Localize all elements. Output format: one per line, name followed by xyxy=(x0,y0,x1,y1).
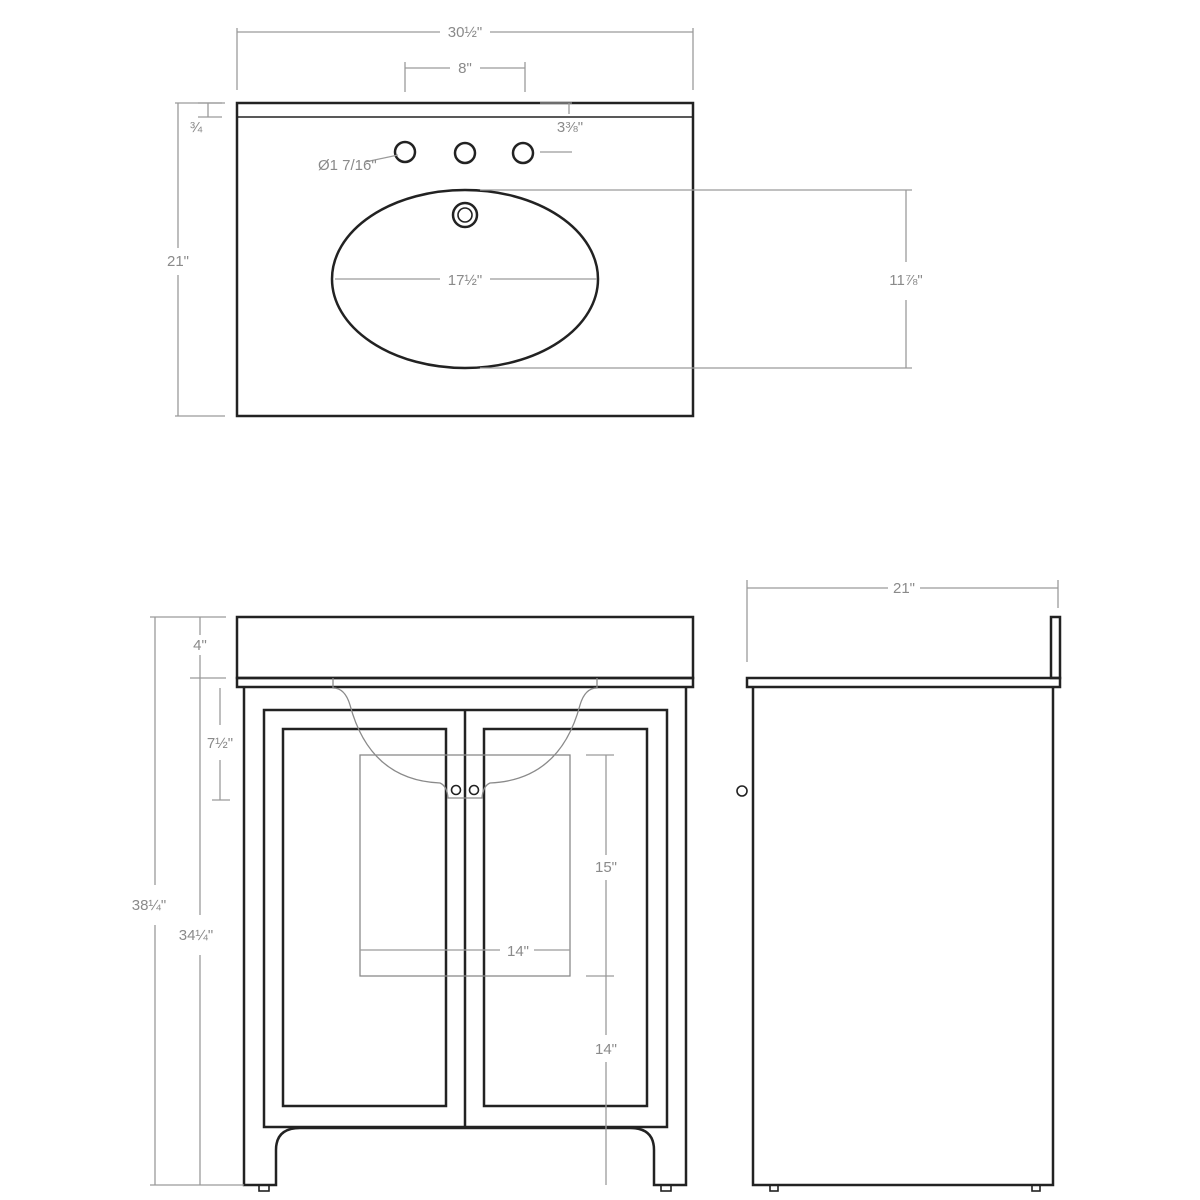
overflow-drain xyxy=(451,201,479,229)
dim-hole-diameter: Ø1 7/16" xyxy=(318,154,399,174)
basin-width-label: 17½" xyxy=(448,272,483,289)
left-door-panel xyxy=(281,727,448,1108)
dim-floor-clearance: 14" xyxy=(595,976,617,1185)
faucet-spread-label: 8" xyxy=(458,60,472,77)
floor-clearance-label: 14" xyxy=(595,1041,617,1058)
basin-depth-label: 11⅞" xyxy=(889,272,922,289)
countertop-outline xyxy=(235,101,695,418)
cabinet-height-label: 34¼" xyxy=(179,927,214,944)
dim-hole-offset: 3⅜" xyxy=(540,102,583,153)
overall-height-label: 38¼" xyxy=(132,897,167,914)
side-backsplash xyxy=(1049,615,1062,680)
top-view: 30½" 8" ¾ 3⅜" Ø1 7/16" xyxy=(167,24,923,418)
side-foot-back xyxy=(1031,1184,1041,1192)
front-countertop xyxy=(235,676,695,689)
dim-depth: 21" xyxy=(167,102,225,417)
hidden-interior xyxy=(359,754,571,977)
side-cabinet-body xyxy=(751,687,1055,1187)
interior-height-label: 15" xyxy=(595,859,617,876)
dim-backsplash-height: 4" xyxy=(190,617,226,679)
overflow-drain-inner xyxy=(457,207,473,223)
dim-interior-width: 14" xyxy=(360,943,570,960)
dim-backsplash-thickness: ¾ xyxy=(190,102,222,136)
right-foot xyxy=(660,1184,672,1192)
dim-basin-drop: 7½" xyxy=(207,688,233,801)
dim-overall-height: 38¼" xyxy=(132,616,244,1186)
depth-label: 21" xyxy=(167,253,189,270)
side-knob xyxy=(736,785,748,797)
dim-faucet-spread: 8" xyxy=(404,60,526,92)
overall-width-label: 30½" xyxy=(448,24,483,41)
side-view: 21" xyxy=(736,580,1062,1192)
basin-oval xyxy=(330,188,600,370)
dim-cabinet-height: 34¼" xyxy=(179,678,214,1185)
right-door-knob xyxy=(468,784,480,796)
faucet-hole-left xyxy=(393,140,417,164)
side-countertop xyxy=(745,676,1062,689)
side-foot-front xyxy=(769,1184,779,1192)
dim-overall-width: 30½" xyxy=(236,24,694,90)
dim-basin-depth: 11⅞" xyxy=(480,189,923,369)
right-door-panel xyxy=(482,727,649,1108)
side-depth-label: 21" xyxy=(893,580,915,597)
hole-diameter-label: Ø1 7/16" xyxy=(318,157,377,174)
faucet-hole-center xyxy=(453,141,477,165)
left-door-knob xyxy=(450,784,462,796)
front-backsplash xyxy=(235,615,695,680)
dim-basin-width: 17½" xyxy=(335,272,597,289)
hole-offset-label: 3⅜" xyxy=(557,119,583,136)
interior-width-label: 14" xyxy=(507,943,529,960)
backsplash-height-label: 4" xyxy=(193,637,207,654)
faucet-hole-right xyxy=(511,141,535,165)
front-view: 38¼" 4" 34¼" 7½" 15" xyxy=(132,615,695,1192)
dim-interior-height: 15" xyxy=(586,754,617,977)
backsplash-thickness-label: ¾ xyxy=(190,119,203,136)
hidden-basin xyxy=(332,678,598,799)
left-foot xyxy=(258,1184,270,1192)
dim-side-depth: 21" xyxy=(746,580,1059,662)
basin-drop-label: 7½" xyxy=(207,735,233,752)
